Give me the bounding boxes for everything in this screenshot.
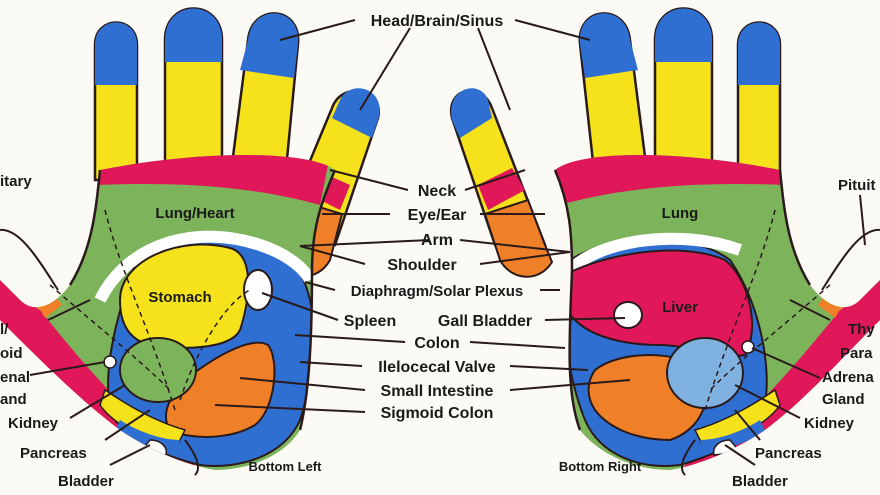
label-head-brain-sinus: Head/Brain/Sinus	[371, 13, 504, 30]
right-middle	[578, 12, 650, 182]
label-left-pancreas: Pancreas	[20, 445, 87, 462]
label-spleen: Spleen	[344, 313, 396, 330]
label-right-bladder: Bladder	[732, 473, 788, 490]
left-middle	[228, 12, 300, 182]
right-hand	[449, 7, 880, 476]
label-right-adrenal-1: Adrena	[822, 369, 874, 386]
left-hand	[0, 7, 380, 476]
left-pinky	[93, 21, 139, 182]
label-left-adrenal-1: enal	[0, 369, 30, 386]
label-left-thyroid-2: oid	[0, 345, 23, 362]
label-small-intestine: Small Intestine	[381, 383, 494, 400]
label-eye-ear: Eye/Ear	[408, 207, 467, 224]
label-stomach: Stomach	[148, 289, 211, 306]
label-sigmoid-colon: Sigmoid Colon	[381, 405, 494, 422]
label-diaphragm-solar-plexus: Diaphragm/Solar Plexus	[351, 283, 524, 300]
label-right-thyroid-1: Thy	[848, 321, 875, 338]
caption-bottom-left: Bottom Left	[249, 459, 323, 474]
leader-lines	[29, 19, 866, 466]
left-ring	[163, 7, 224, 182]
label-neck: Neck	[418, 183, 456, 200]
right-pinky	[736, 21, 782, 182]
label-right-pituitary: Pituit	[838, 177, 876, 194]
label-right-adrenal-2: Gland	[822, 391, 865, 408]
label-colon: Colon	[414, 335, 459, 352]
label-right-thyroid-2: Para	[840, 345, 873, 362]
label-left-adrenal-2: and	[0, 391, 27, 408]
label-left-pituitary: itary	[0, 173, 32, 190]
right-ring	[653, 7, 714, 182]
caption-bottom-right: Bottom Right	[559, 459, 642, 474]
labels: Head/Brain/Sinus Neck Eye/Ear Arm Should…	[0, 13, 876, 490]
label-shoulder: Shoulder	[387, 257, 456, 274]
label-arm: Arm	[421, 232, 453, 249]
label-lung: Lung	[662, 205, 699, 222]
label-liver: Liver	[662, 299, 698, 316]
label-right-kidney: Kidney	[804, 415, 855, 432]
label-lung-heart: Lung/Heart	[155, 205, 234, 222]
label-left-thyroid-1: l/	[0, 321, 9, 338]
label-left-bladder: Bladder	[58, 473, 114, 490]
label-left-kidney: Kidney	[8, 415, 59, 432]
label-right-pancreas: Pancreas	[755, 445, 822, 462]
label-gall-bladder: Gall Bladder	[438, 313, 532, 330]
label-ileocecal-valve: Ilelocecal Valve	[378, 359, 496, 376]
